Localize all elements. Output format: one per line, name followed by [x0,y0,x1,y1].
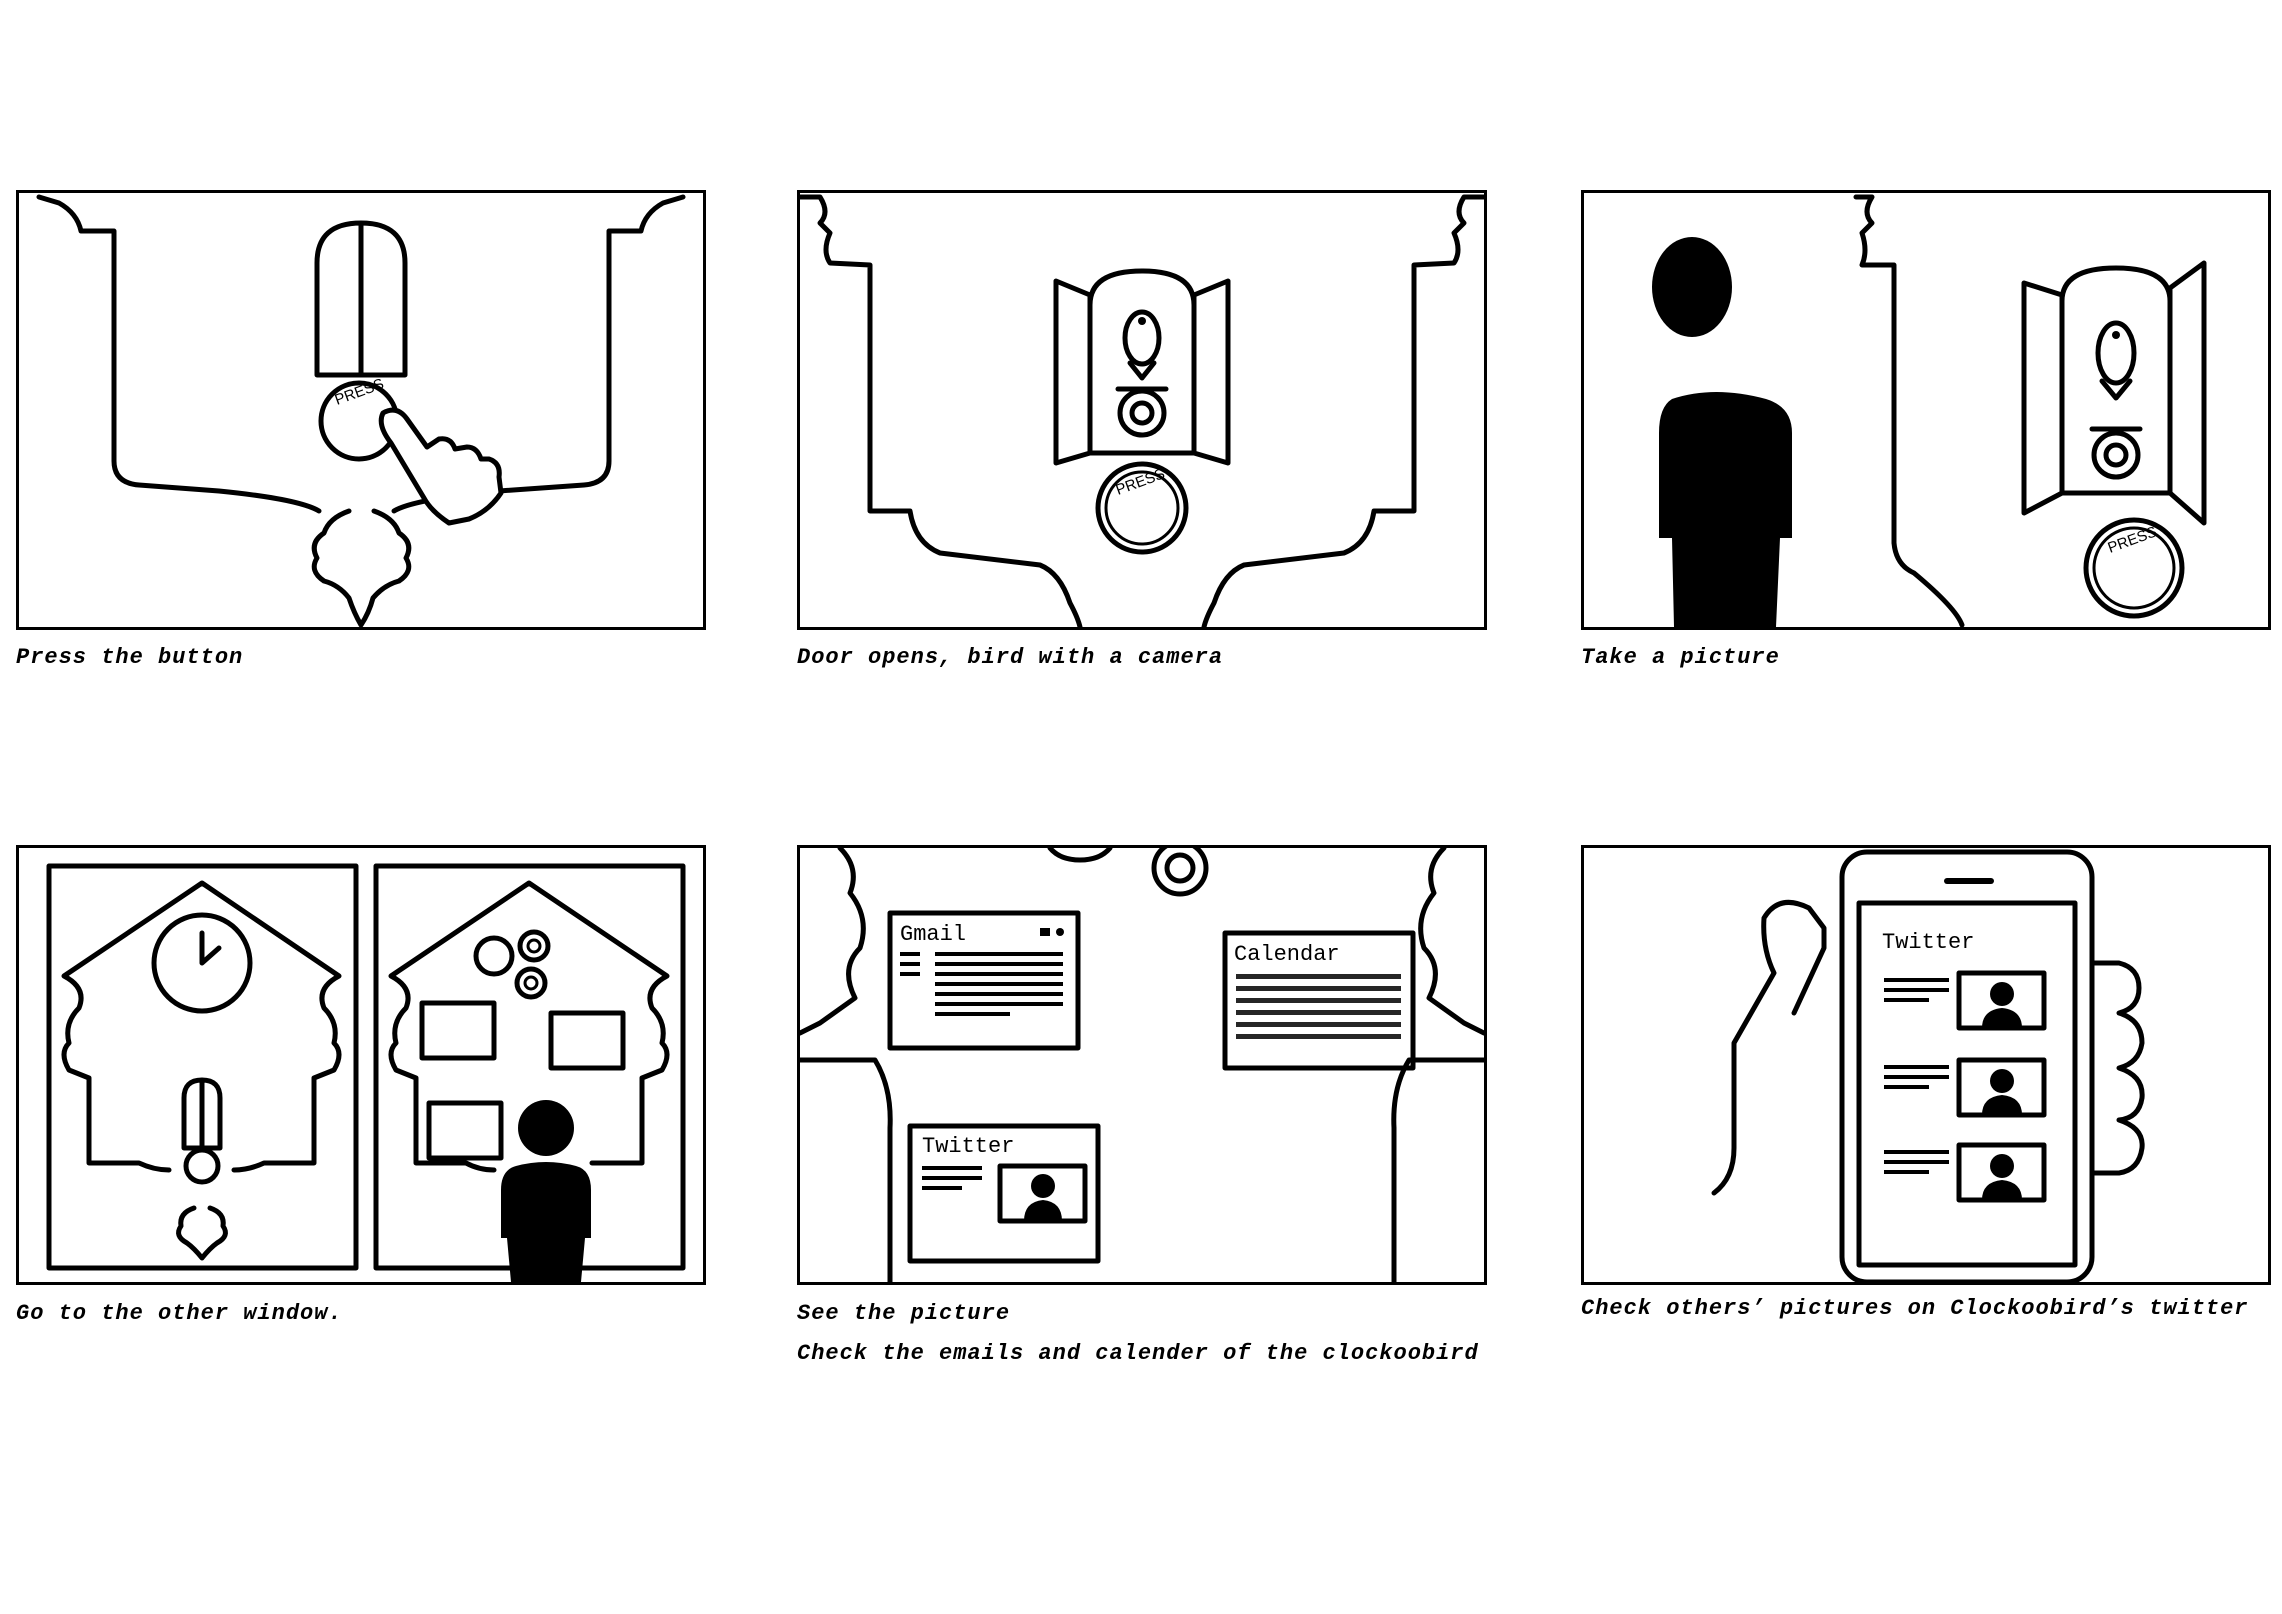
gmail-window: Gmail [887,910,1081,1051]
press-button: PRESS [1095,461,1189,555]
open-door-left [1053,278,1093,466]
carved-leaf-ornament [311,508,412,627]
hand-fingers [2089,960,2145,1176]
closed-door-left [181,1077,223,1151]
panel-3-illustration: PRESS [1652,194,2207,627]
caption-1: Press the button [16,645,244,670]
storyboard-panel-4 [16,845,706,1285]
closed-door [314,220,408,378]
camera-icon [2089,426,2143,480]
storyboard-panel-2: PRESS [797,190,1487,630]
screen-panel-3 [426,1100,504,1161]
press-button-small [183,1147,221,1185]
person-photo-icon [1031,1174,1055,1198]
person-head [1652,237,1732,337]
left-window-frame [46,863,359,1271]
person-head [518,1100,574,1156]
person-body [1659,392,1792,627]
phone-screen [1856,900,2078,1268]
open-door-right [2167,260,2207,526]
carved-leaf-ornament-left [176,1205,228,1261]
open-door-right [1191,278,1231,466]
press-button-label: PRESS [333,375,387,408]
screen-panel-2 [548,1010,626,1071]
hand-thumb [1711,899,1827,1196]
caption-2: Door opens, bird with a camera [797,645,1224,670]
clock-house-outline-right [388,880,670,1173]
caption-4: Go to the other window. [16,1301,343,1326]
door-frame [2059,265,2173,496]
clock-face-icon [151,912,253,1014]
phone-speaker [1944,878,1994,884]
twitter-title: Twitter [922,1134,1014,1159]
gmail-title: Gmail [900,922,966,947]
clock-house-outline [1853,194,1965,627]
press-button: PRESS [2083,517,2185,619]
panel-2-illustration: PRESS [800,194,1484,627]
gears-icon [473,929,551,1000]
tweet-item-3 [1884,1142,2047,1203]
storyboard-panel-1: PRESS [16,190,706,630]
caption-5-secondary: Check the emails and calender of the clo… [797,1341,1479,1366]
caption-6: Check others’ pictures on Clockoobird’s … [1581,1296,2249,1321]
panel-5-illustration: Gmail Calendar Twitter [800,848,1484,1282]
camera-icon [1115,386,1169,438]
clock-house-outline-left [61,880,342,1173]
twitter-title: Twitter [1882,930,1974,955]
twitter-window: Twitter [907,1123,1101,1264]
tweet-item-1 [1884,970,2047,1031]
smartphone [1839,849,2095,1282]
storyboard-panel-6: Twitter [1581,845,2271,1285]
panel-1-illustration: PRESS [36,194,686,627]
storyboard-panel-5: Gmail Calendar Twitter [797,845,1487,1285]
open-door-left [2021,280,2065,516]
person-body [501,1162,591,1282]
door-frame [1087,268,1197,456]
clock-hands-icon [199,930,222,966]
caption-5: See the picture [797,1301,1011,1326]
pointing-hand-icon [378,407,504,526]
panel-4-illustration [46,863,686,1282]
bird-icon [1122,309,1162,381]
storyboard-panel-3: PRESS [1581,190,2271,630]
clock-house-outline [800,194,1484,627]
tweet-item-2 [1884,1057,2047,1118]
caption-3: Take a picture [1581,645,1780,670]
bird-icon [2095,320,2137,401]
calendar-title: Calendar [1234,942,1340,967]
screen-panel-1 [419,1000,497,1061]
clock-house-outline [800,848,1484,1282]
gears-icon [1047,848,1209,897]
calendar-window: Calendar [1222,930,1416,1071]
panel-6-illustration: Twitter [1711,849,2145,1282]
